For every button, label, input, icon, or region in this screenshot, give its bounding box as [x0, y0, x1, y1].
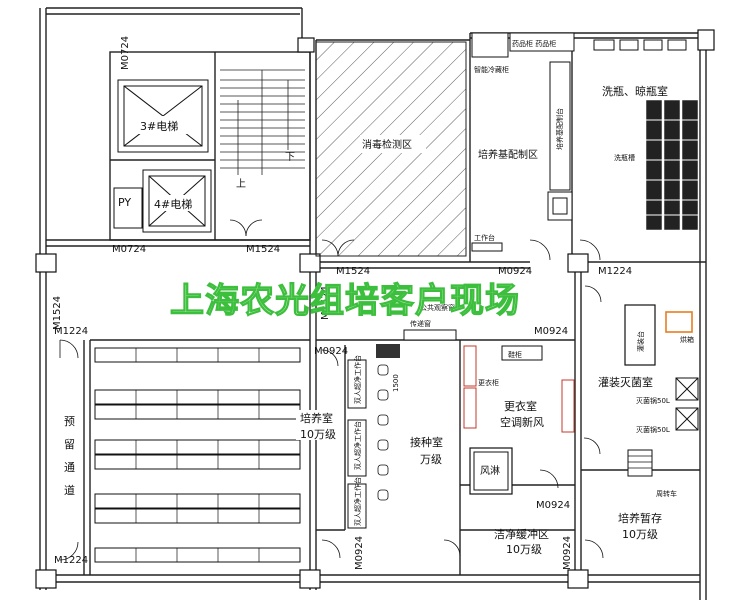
dryer-label: 烘箱 [680, 335, 694, 344]
corridor-char-3: 通 [64, 461, 75, 474]
door-m0724-top: M0724 [120, 36, 131, 70]
pass-window [403, 329, 457, 341]
water-unit [627, 449, 653, 477]
room-inoculation: 接种室 [410, 435, 443, 449]
filling-station [624, 304, 656, 366]
door-m1224-c: M1224 [54, 555, 88, 566]
room-temp-storage: 培养暂存 [618, 511, 662, 525]
public-window-label: 公共观察窗 [420, 303, 455, 312]
door-m1524-v2: M1524 [320, 286, 331, 320]
watermark: 上海农光组培客户现场 [170, 281, 520, 321]
clean-bench-3: 双人超净工作台 [353, 477, 362, 526]
fridge [471, 32, 509, 58]
room-filling: 灌装灭菌室 [598, 375, 653, 389]
prep-bench-label: 培养基配制台 [555, 108, 564, 150]
door-m1224-b: M1224 [54, 326, 88, 337]
corridor-char-2: 留 [64, 438, 75, 451]
door-m1524-v1: M1524 [52, 296, 63, 330]
stair-up: 上 [236, 178, 246, 190]
lockers [463, 345, 575, 433]
clean-bench-1: 双人超净工作台 [353, 355, 362, 404]
room-disinfection: 消毒检测区 [362, 138, 412, 151]
columns [35, 29, 715, 589]
door-m0924-c: M0924 [314, 346, 348, 357]
room-hvac: 空调新风 [500, 415, 544, 429]
cabinets [509, 32, 575, 52]
pass-window-label: 传递窗 [410, 319, 431, 328]
room-inoculation-grade: 万级 [420, 453, 442, 466]
corridor-char-1: 预 [64, 415, 75, 428]
door-m0724-left: M0724 [112, 244, 146, 255]
door-m0924-a: M0924 [498, 266, 532, 277]
stairs [220, 69, 305, 175]
dryer [665, 311, 693, 333]
py-label: PY [118, 196, 131, 209]
sterilizer1-label: 灭菌锅50L [636, 396, 670, 405]
prep-bench [549, 61, 571, 191]
locker-label: 更衣柜 [478, 378, 499, 387]
shoe-cabinet [501, 345, 543, 361]
culture-shelves [94, 347, 301, 563]
cart-label: 周转车 [656, 489, 677, 498]
wash-sinks [593, 39, 687, 51]
door-m1524-b: M1524 [336, 266, 370, 277]
clean-bench-2: 双人超净工作台 [353, 421, 362, 470]
door-m0924-d: M0924 [536, 500, 570, 511]
stair-down: 下 [285, 152, 295, 163]
air-shower [469, 447, 513, 495]
room-culture: 培养室 [300, 411, 333, 425]
stools [377, 364, 389, 501]
sink [547, 191, 573, 221]
fridge-label: 智能冷藏柜 [474, 65, 509, 74]
room-wash: 洗瓶、晾瓶室 [602, 84, 668, 98]
dimension-1500: 1500 [392, 374, 400, 392]
room-changing: 更衣室 [504, 399, 537, 413]
room-temp-storage-grade: 10万级 [622, 528, 658, 541]
door-m0924-e: M0924 [354, 536, 365, 570]
clean-benches [347, 359, 367, 529]
corridor-char-4: 道 [64, 483, 75, 497]
sterilizers [675, 377, 699, 431]
sink-label: 洗瓶槽 [614, 153, 635, 162]
drying-racks [645, 99, 699, 231]
elevator4-label: 4#电梯 [154, 198, 192, 211]
filling-station-label: 灌装台 [636, 331, 645, 352]
door-swings [59, 219, 604, 561]
elevator3-label: 3#电梯 [140, 120, 178, 133]
cabinet-label: 药品柜 药品柜 [512, 39, 556, 48]
room-buffer: 洁净缓冲区 [494, 527, 549, 541]
room-buffer-grade: 10万级 [506, 543, 542, 556]
door-m0924-f: M0924 [562, 536, 573, 570]
room-media-prep: 培养基配制区 [478, 148, 538, 161]
workbench-label: 工作台 [474, 233, 495, 242]
door-m0924-b: M0924 [534, 326, 568, 337]
door-m1224-a: M1224 [598, 266, 632, 277]
room-culture-grade: 10万级 [300, 428, 336, 441]
shoe-cabinet-label: 鞋柜 [508, 350, 522, 359]
door-m1524-a: M1524 [246, 244, 280, 255]
air-shower-label: 风淋 [480, 464, 500, 477]
sterilizer2-label: 灭菌锅50L [636, 425, 670, 434]
